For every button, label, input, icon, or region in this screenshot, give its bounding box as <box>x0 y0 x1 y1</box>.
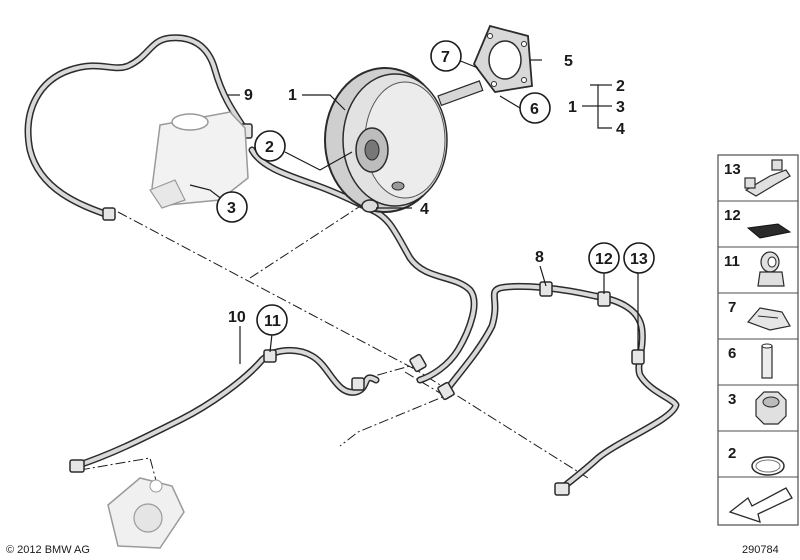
hose-connectors <box>409 353 455 401</box>
legend-hose-clamp-icon <box>746 307 791 331</box>
copyright-text: © 2012 BMW AG <box>6 544 90 556</box>
callout-9: 9 <box>244 87 253 104</box>
group-parent-label: 1 <box>568 99 577 116</box>
callout-2: 2 <box>265 139 274 156</box>
group-bracket: 1 2 3 4 <box>568 78 625 138</box>
legend-label-3: 3 <box>728 391 736 408</box>
callout-8: 8 <box>535 249 544 266</box>
callout-4: 4 <box>420 201 429 218</box>
legend-grommet-icon <box>757 251 785 287</box>
group-child-2: 2 <box>616 78 625 95</box>
gasket <box>472 24 533 93</box>
vacuum-pump <box>107 477 185 549</box>
callout-1: 1 <box>288 87 297 104</box>
legend-label-7: 7 <box>728 299 736 316</box>
group-child-4: 4 <box>616 121 625 138</box>
callout-13: 13 <box>630 251 648 268</box>
callout-7: 7 <box>441 49 450 66</box>
brake-fluid-reservoir <box>149 111 249 209</box>
callout-3: 3 <box>227 200 236 217</box>
callouts: 1 9 2 3 4 5 7 6 8 12 13 10 11 <box>216 40 655 336</box>
legend-pin-icon <box>761 343 773 379</box>
legend-nut-icon <box>755 391 787 425</box>
vacuum-hose-lower <box>69 347 380 473</box>
callout-12: 12 <box>595 251 613 268</box>
legend-label-11: 11 <box>724 253 740 270</box>
callout-6: 6 <box>530 101 539 118</box>
legend-seal-ring-icon <box>751 456 785 476</box>
assembly-lines <box>79 204 589 489</box>
legend-label-12: 12 <box>724 207 741 224</box>
legend-label-2: 2 <box>728 445 736 462</box>
diagram-number: 290784 <box>742 544 779 556</box>
parts-legend: 13 12 11 7 6 3 <box>717 154 799 526</box>
leader-lines <box>189 59 639 364</box>
brake-booster <box>324 67 484 213</box>
vacuum-hose-right <box>441 281 680 496</box>
callout-11: 11 <box>264 313 281 330</box>
legend-label-13: 13 <box>724 161 741 178</box>
vacuum-hose-booster <box>248 146 478 384</box>
legend-pad-icon <box>746 223 792 239</box>
callout-5: 5 <box>564 53 573 70</box>
group-child-3: 3 <box>616 99 625 116</box>
callout-10: 10 <box>228 309 246 326</box>
legend-label-6: 6 <box>728 345 736 362</box>
legend-clip-bracket-icon <box>744 159 791 197</box>
legend-arrow-icon <box>728 487 793 523</box>
